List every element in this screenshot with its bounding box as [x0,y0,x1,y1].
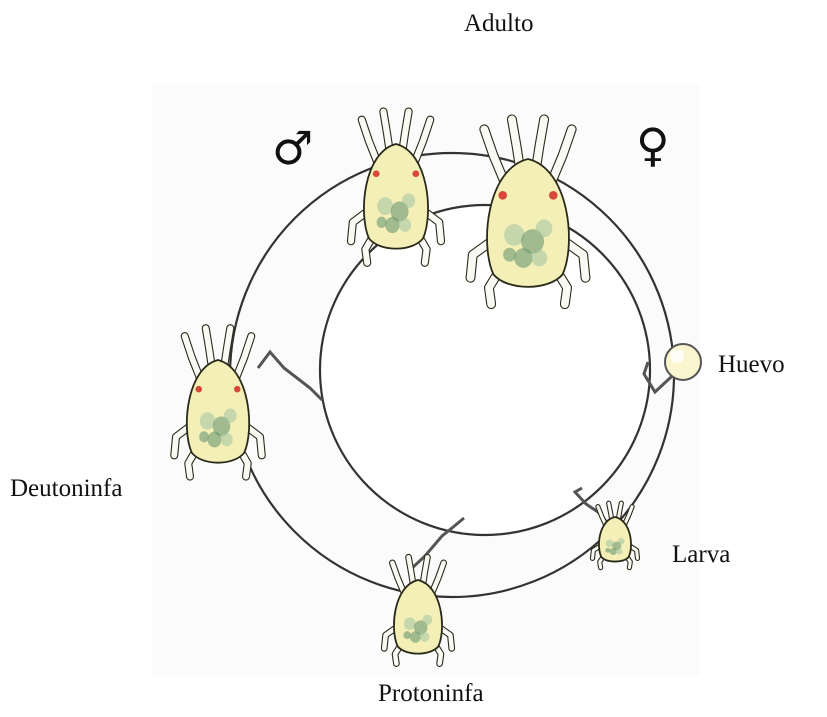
label-deutoninfa: Deutoninfa [10,475,122,503]
label-adulto: Adulto [464,10,533,38]
label-protoninfa: Protoninfa [378,680,484,708]
female-symbol-icon: ♀ [636,122,670,168]
egg [665,344,701,380]
label-larva: Larva [672,541,730,569]
egg-highlight [670,349,684,363]
label-huevo: Huevo [718,351,785,379]
male-symbol-icon: ♂ [272,125,313,171]
